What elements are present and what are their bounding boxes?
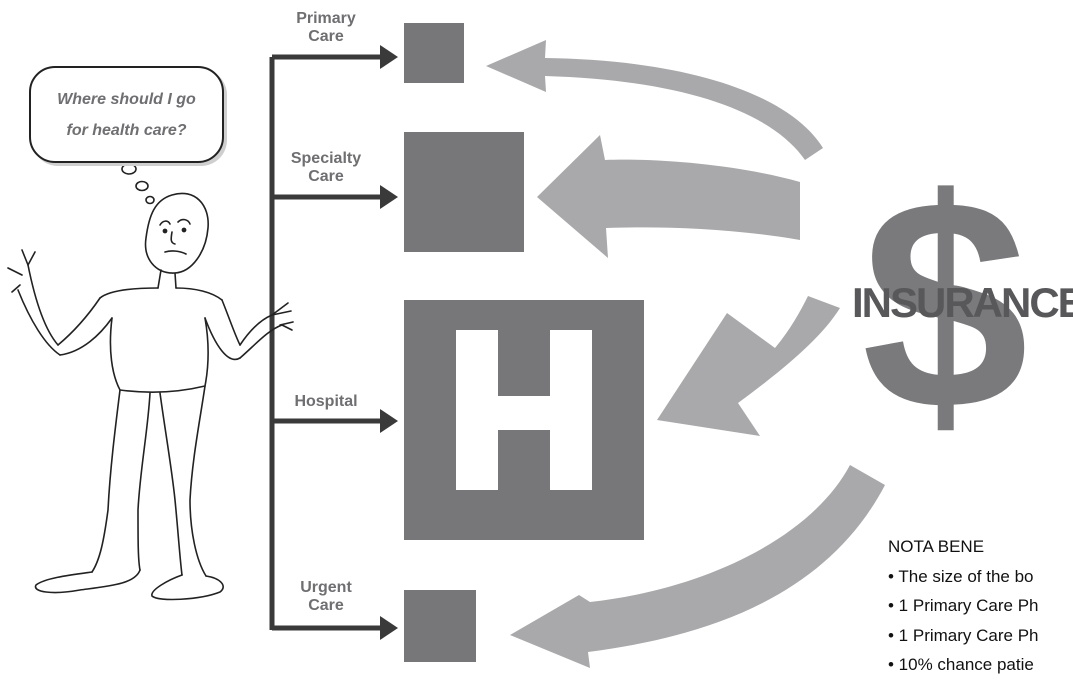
choice-tree: [269, 54, 382, 631]
primary-care-label: Primary Care: [278, 10, 374, 46]
insurance-label: INSURANCE: [852, 279, 1073, 326]
specialty-care-label-line1: Specialty: [290, 150, 362, 167]
thought-text-line1: Where should I go: [57, 91, 196, 108]
arrowhead-primary: [380, 45, 398, 69]
nota-bene-item: • The size of the bo: [888, 566, 1034, 586]
urgent-care-label-line1: Urgent: [300, 579, 352, 596]
arrow-insurance-to-primary: [486, 40, 823, 160]
nota-bene-notes: NOTA BENE • The size of the bo • 1 Prima…: [888, 532, 1073, 680]
nota-bene-item: • 1 Primary Care Ph: [888, 625, 1039, 645]
thought-dot-large: [121, 163, 137, 175]
specialty-care-label-line2: Care: [308, 168, 344, 185]
specialty-care-box: [404, 132, 524, 252]
primary-care-label-line1: Primary: [296, 10, 356, 27]
arrowhead-specialty: [380, 185, 398, 209]
thought-text-line2: for health care?: [66, 122, 187, 139]
arrow-insurance-to-urgent: [510, 465, 885, 668]
urgent-care-label: Urgent Care: [278, 579, 374, 615]
arrowhead-hospital: [380, 409, 398, 433]
dollar-sign-icon: $: [862, 136, 1029, 472]
hospital-label: Hospital: [294, 393, 358, 410]
nota-bene-item: • 10% chance patie: [888, 655, 1034, 674]
nota-bene-item: • 1 Primary Care Ph: [888, 596, 1039, 615]
hospital-h-icon: [456, 330, 592, 490]
urgent-care-box: [404, 590, 476, 662]
primary-care-label-line2: Care: [308, 28, 344, 45]
urgent-care-label-line2: Care: [308, 597, 344, 614]
thought-bubble: Where should I go for health care?: [29, 66, 224, 163]
thought-dot-small: [145, 195, 155, 205]
arrowhead-urgent: [380, 616, 398, 640]
specialty-care-label: Specialty Care: [278, 150, 374, 186]
primary-care-box: [404, 23, 464, 83]
arrow-insurance-to-hospital: [657, 296, 840, 436]
arrow-insurance-to-specialty: [537, 135, 800, 258]
thought-dot-medium: [135, 180, 149, 192]
confused-person-figure: [7, 192, 294, 601]
nota-bene-title: NOTA BENE: [888, 537, 985, 556]
